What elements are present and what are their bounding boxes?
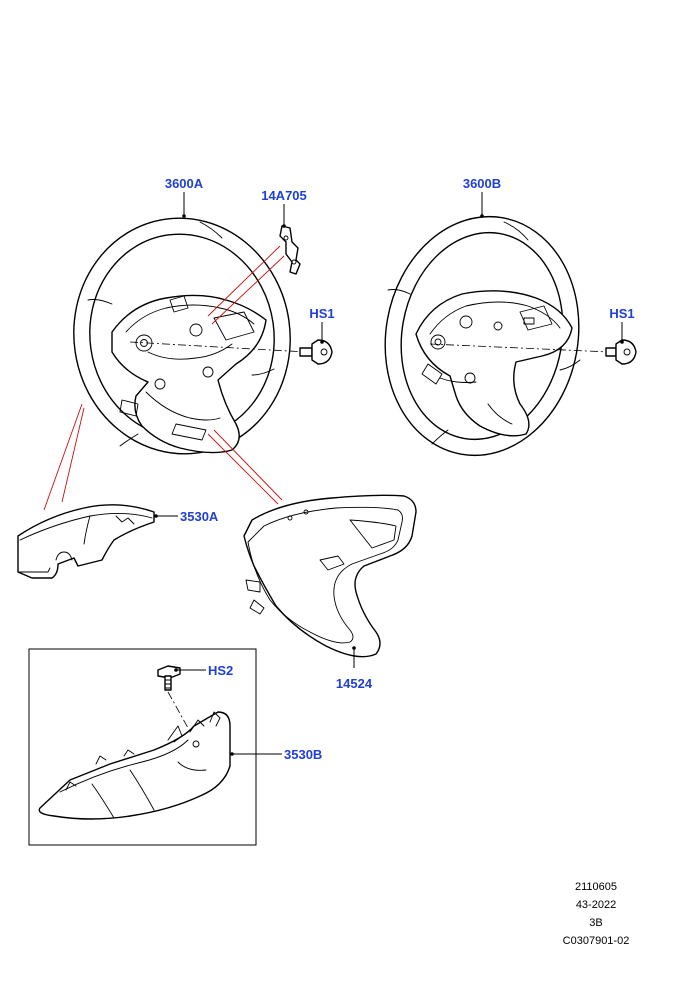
shroud-3530a[interactable]: [17, 504, 155, 579]
steering-wheel-b[interactable]: [367, 201, 598, 471]
diagram-reference-block: 2110605 43-2022 3B C0307901-02: [563, 881, 630, 947]
axis-line-hs2: [167, 691, 189, 729]
axis-line-b: [429, 343, 611, 353]
bolt-hs1-b[interactable]: [605, 339, 637, 365]
ref-line-1: 2110605: [575, 881, 617, 893]
label-hs1-b: HS1: [609, 306, 634, 321]
label-3530a: 3530A: [180, 509, 219, 524]
screw-hs2[interactable]: [157, 665, 181, 691]
clip-14a705[interactable]: [279, 225, 301, 275]
bezel-14524[interactable]: [243, 494, 417, 658]
label-3600a: 3600A: [165, 176, 204, 191]
label-14a705: 14A705: [261, 188, 307, 203]
ref-line-2: 43-2022: [576, 899, 616, 911]
label-hs1-a: HS1: [309, 306, 334, 321]
detail-box-3530b: [28, 648, 257, 846]
steering-wheel-a[interactable]: [43, 204, 305, 511]
label-3530b: 3530B: [284, 747, 322, 762]
label-hs2: HS2: [208, 663, 233, 678]
ref-line-3: 3B: [589, 917, 602, 929]
ref-line-4: C0307901-02: [563, 935, 630, 947]
axis-line-a: [129, 341, 307, 353]
leader-lines: [154, 192, 624, 756]
shroud-3530b[interactable]: [38, 711, 231, 820]
label-3600b: 3600B: [463, 176, 501, 191]
bolt-hs1-a[interactable]: [299, 339, 333, 365]
label-14524: 14524: [336, 676, 373, 691]
